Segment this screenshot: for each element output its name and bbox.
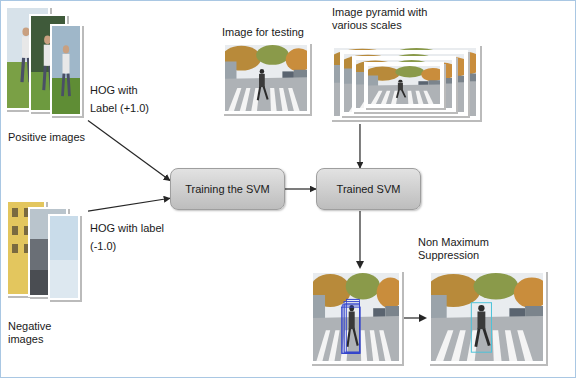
illustration-part <box>63 45 70 96</box>
illustration-part <box>222 45 312 111</box>
illustration-part <box>330 44 480 120</box>
negative-images <box>6 200 82 302</box>
illustration-part <box>310 273 405 361</box>
illustration-part <box>354 58 458 114</box>
illustration-part <box>63 45 70 96</box>
illustration-part <box>222 45 312 111</box>
illustration-part <box>12 226 18 235</box>
illustration-part <box>366 64 446 110</box>
illustration-part <box>365 66 444 104</box>
test-image <box>222 42 312 116</box>
illustration-part <box>364 62 444 108</box>
illustration-part <box>427 273 550 361</box>
illustration-part <box>352 56 456 112</box>
image-pyramid <box>328 44 484 122</box>
step-label: Non Maximum Suppression <box>418 236 504 262</box>
illustration-part <box>339 54 471 112</box>
illustration-part <box>12 208 18 217</box>
illustration-part <box>12 244 18 253</box>
image-caption: Negative images <box>8 320 88 346</box>
connector-arrow <box>359 124 360 168</box>
test-image: Image for testing <box>218 24 314 118</box>
box-label: Trained SVM <box>337 183 401 196</box>
illustration-part <box>365 66 444 104</box>
illustration-part <box>328 48 484 116</box>
illustration-part <box>52 26 80 114</box>
illustration-part <box>404 317 420 318</box>
pyramid-image: Image pyramid with various scales <box>328 4 484 124</box>
illustration-part <box>48 214 80 300</box>
edge-label: HOG with label (-1.0) <box>90 222 164 252</box>
image-caption: Image pyramid with various scales <box>332 6 450 32</box>
connector-arrow <box>88 198 170 211</box>
process-box: Trained SVM <box>316 168 421 210</box>
image-caption: Positive images <box>8 131 88 144</box>
connector-arrow <box>285 188 316 189</box>
illustration-part <box>52 26 84 118</box>
box-label: Training the SVM <box>185 183 270 196</box>
illustration-part <box>328 48 484 116</box>
connector-arrow <box>88 120 170 180</box>
image-caption: Image for testing <box>222 26 314 39</box>
suppressed-image <box>427 270 550 366</box>
illustration-part <box>52 78 80 114</box>
illustration-part <box>341 307 360 353</box>
illustration-part <box>345 304 360 354</box>
illustration-part <box>359 211 360 262</box>
illustration-part <box>50 216 78 298</box>
illustration-part <box>332 46 482 122</box>
illustration-part <box>352 60 458 108</box>
illustration-part <box>310 273 405 361</box>
illustration-part <box>340 50 468 116</box>
process-box: Training the SVM <box>170 168 285 210</box>
illustration-part <box>50 260 78 298</box>
illustration-part <box>22 27 30 82</box>
illustration-part <box>341 299 360 353</box>
illustration-part <box>50 24 82 116</box>
illustration-part <box>419 314 427 322</box>
illustration-part <box>471 303 491 353</box>
illustration-part <box>427 273 550 361</box>
illustration-part <box>22 27 30 82</box>
flow-arrows <box>356 211 427 322</box>
image-set: Positive images <box>4 4 88 146</box>
illustration-part <box>342 52 470 118</box>
image-set: Negative images <box>4 196 88 348</box>
illustration-part <box>50 216 82 302</box>
edge-label: HOG with Label (+1.0) <box>90 84 149 114</box>
illustration-part <box>352 60 458 108</box>
detections-image <box>310 270 405 366</box>
illustration-part <box>339 54 471 112</box>
positive-images <box>5 6 84 118</box>
illustration-part <box>356 261 364 269</box>
